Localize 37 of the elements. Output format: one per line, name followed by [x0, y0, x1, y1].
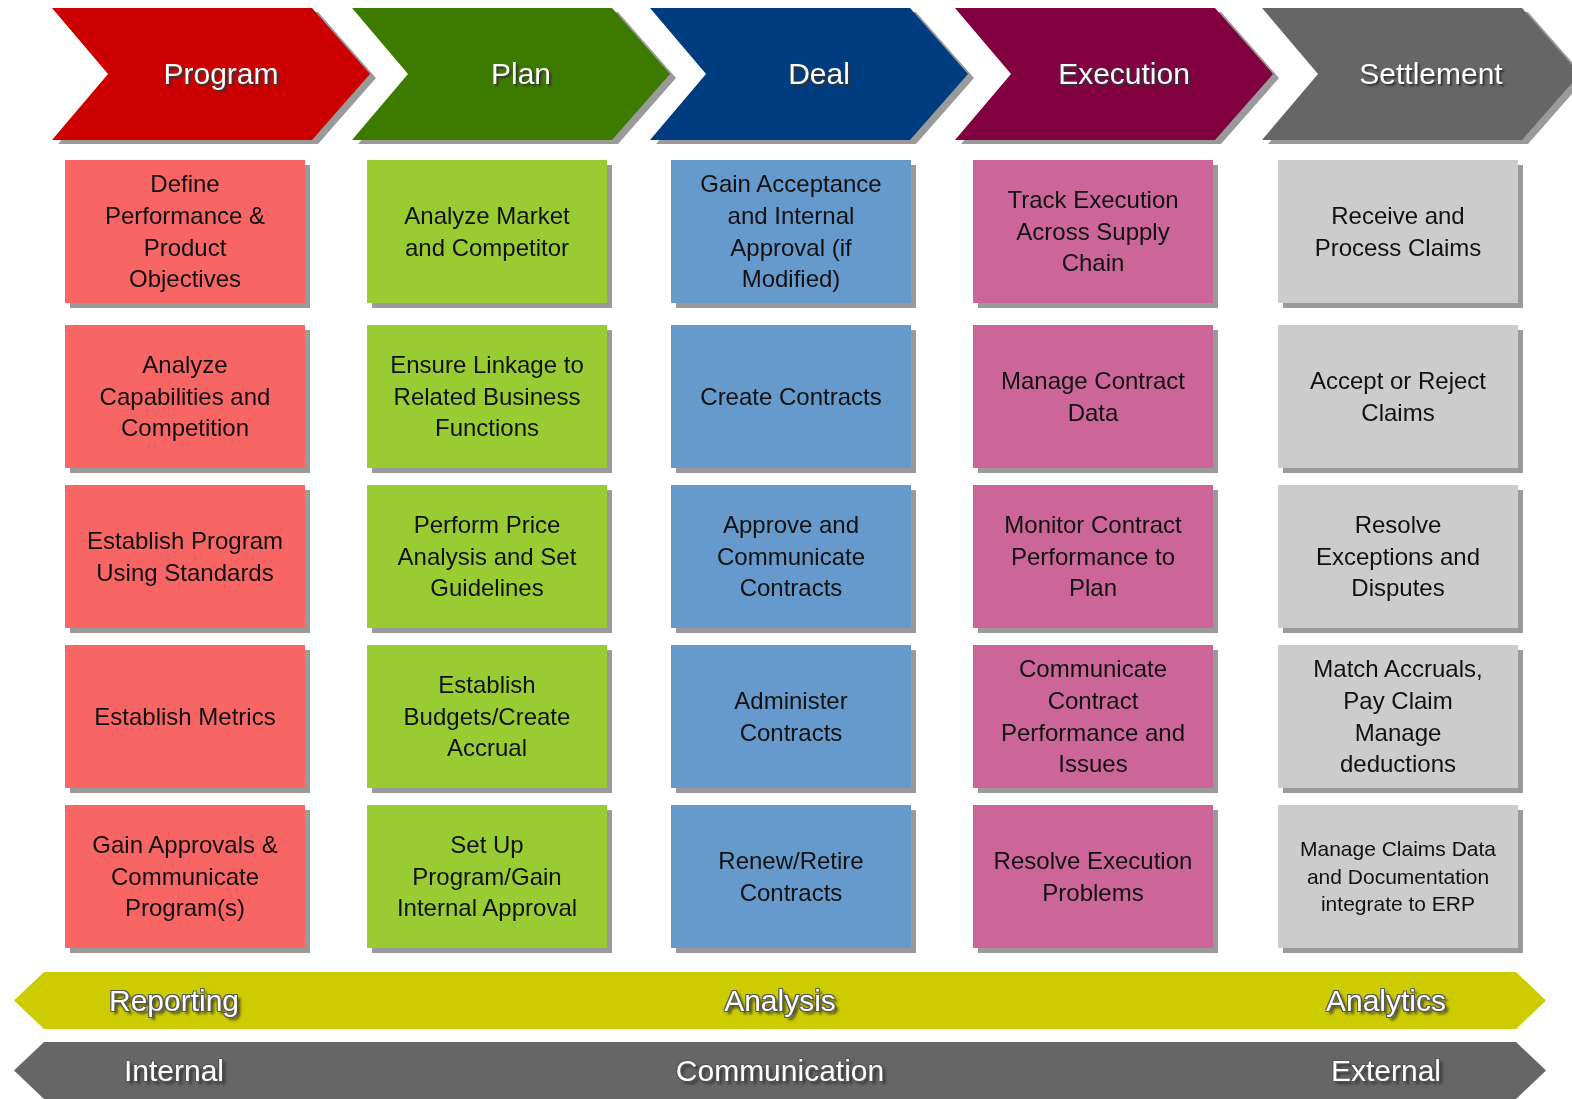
process-text: Define Performance & Product Objectives — [103, 168, 267, 295]
process-text: Monitor Contract Performance to Plan — [1003, 509, 1183, 604]
process-text: Manage Claims Data and Documentation integrate to ERP — [1298, 835, 1498, 918]
process-text: Analyze Market and Competitor — [403, 200, 571, 263]
process-text: Accept or Reject Claims — [1308, 365, 1488, 428]
process-text: Perform Price Analysis and Set Guidelines — [396, 509, 578, 604]
phase-banner — [1262, 8, 1572, 140]
process-text: Establish Metrics — [94, 701, 276, 732]
phase-title: Deal — [787, 56, 851, 92]
process-text: Match Accruals, Pay Claim Manage deductions — [1312, 653, 1484, 780]
process-text: Create Contracts — [700, 381, 882, 412]
phase-title: Execution — [1057, 56, 1191, 92]
process-text: Manage Contract Data — [999, 365, 1187, 428]
process-text: Set Up Program/Gain Internal Approval — [395, 829, 579, 924]
band-label: Internal — [123, 1052, 225, 1089]
band-label: Communication — [675, 1052, 885, 1089]
process-text: Renew/Retire Contracts — [717, 845, 865, 908]
process-text: Administer Contracts — [733, 685, 849, 748]
phase-title: Settlement — [1358, 56, 1504, 92]
process-text: Ensure Linkage to Related Business Functions — [389, 349, 585, 444]
process-text: Gain Approvals & Communicate Program(s) — [91, 829, 279, 924]
process-text: Analyze Capabilities and Competition — [98, 349, 272, 444]
band-label: Reporting — [108, 982, 240, 1019]
process-text: Track Execution Across Supply Chain — [1006, 184, 1180, 279]
band-label: Analysis — [724, 982, 836, 1019]
process-text: Receive and Process Claims — [1313, 200, 1483, 263]
process-text: Communicate Contract Performance and Issues — [999, 653, 1187, 780]
process-text: Gain Acceptance and Internal Approval (if Modified) — [699, 168, 883, 295]
process-text: Establish Budgets/Create Accrual — [402, 669, 572, 764]
band-label: Analytics — [1326, 982, 1446, 1019]
phase-title: Plan — [489, 56, 552, 92]
process-text: Resolve Execution Problems — [993, 845, 1193, 908]
process-text: Establish Program Using Standards — [85, 525, 285, 588]
process-text: Approve and Communicate Contracts — [715, 509, 867, 604]
phase-title: Program — [162, 56, 280, 92]
band-label: External — [1330, 1052, 1442, 1089]
process-text: Resolve Exceptions and Disputes — [1314, 509, 1482, 604]
